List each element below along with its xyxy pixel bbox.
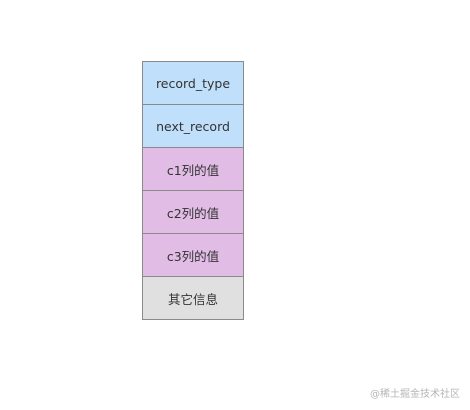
record-type-cell: record_type: [142, 61, 244, 105]
other-info-cell: 其它信息: [142, 276, 244, 320]
c1-value-cell: c1列的值: [142, 147, 244, 191]
watermark-text: @稀土掘金技术社区: [370, 389, 460, 400]
c2-value-cell: c2列的值: [142, 190, 244, 234]
c3-value-cell: c3列的值: [142, 233, 244, 277]
next-record-cell: next_record: [142, 104, 244, 148]
record-structure-diagram: record_type next_record c1列的值 c2列的值 c3列的…: [142, 61, 244, 320]
